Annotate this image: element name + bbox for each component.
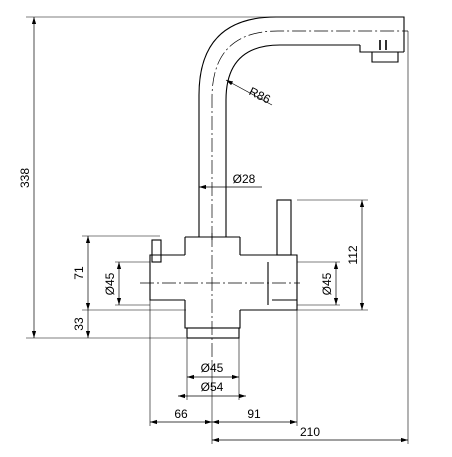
center-lines [140, 30, 408, 362]
faucet-outline [149, 16, 405, 339]
dimension-lines [31, 17, 408, 443]
body-lower [184, 300, 241, 329]
left-lever [151, 239, 162, 263]
right-lever [276, 199, 292, 256]
dimension-labels: 338 R86 Ø28 112 71 33 Ø45 Ø45 Ø45 Ø54 66… [18, 84, 360, 439]
label-left-diameter: Ø45 [103, 272, 117, 295]
label-right-diameter: Ø45 [320, 272, 334, 295]
label-total-height: 338 [18, 168, 32, 188]
label-spout-diameter: Ø28 [233, 172, 256, 186]
label-body-height: 71 [72, 266, 86, 280]
right-arm [240, 254, 298, 311]
label-base-inner-diameter: Ø45 [201, 361, 224, 375]
label-total-reach: 210 [300, 425, 320, 439]
aerator [359, 45, 404, 63]
spout-centerline [211, 30, 408, 240]
label-base-outer-diameter: Ø54 [201, 380, 224, 394]
label-right-offset: 91 [247, 407, 261, 421]
aerator-marks [379, 40, 387, 50]
spout-outer [198, 16, 405, 237]
label-handle-height: 112 [346, 245, 360, 264]
right-cartridge-detail [267, 262, 297, 305]
label-left-offset: 66 [174, 407, 188, 421]
left-arm [149, 254, 185, 301]
dim-line-r86 [225, 79, 273, 106]
base-flange [186, 327, 240, 339]
spout-inner [225, 44, 360, 237]
label-base-height: 33 [72, 317, 86, 331]
extension-lines [26, 16, 409, 444]
